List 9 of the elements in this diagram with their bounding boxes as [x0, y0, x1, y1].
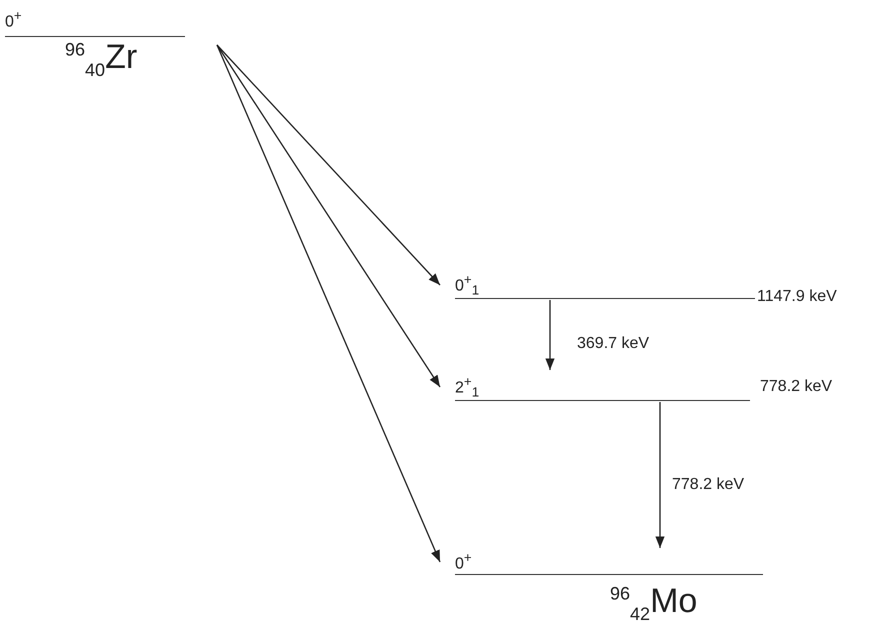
energy-label: 1147.9 keV	[757, 288, 837, 306]
transition-arrow	[216, 44, 441, 562]
energy-label: 778.2 keV	[760, 378, 832, 396]
spin-parity-label: 0$^{+}$	[5, 8, 22, 32]
spin-parity-label: 0$^{+}$	[455, 550, 472, 574]
transition-arrow	[655, 402, 665, 548]
transition-arrow	[216, 44, 440, 286]
transition-arrow	[545, 300, 555, 370]
transition-arrow	[216, 44, 441, 388]
